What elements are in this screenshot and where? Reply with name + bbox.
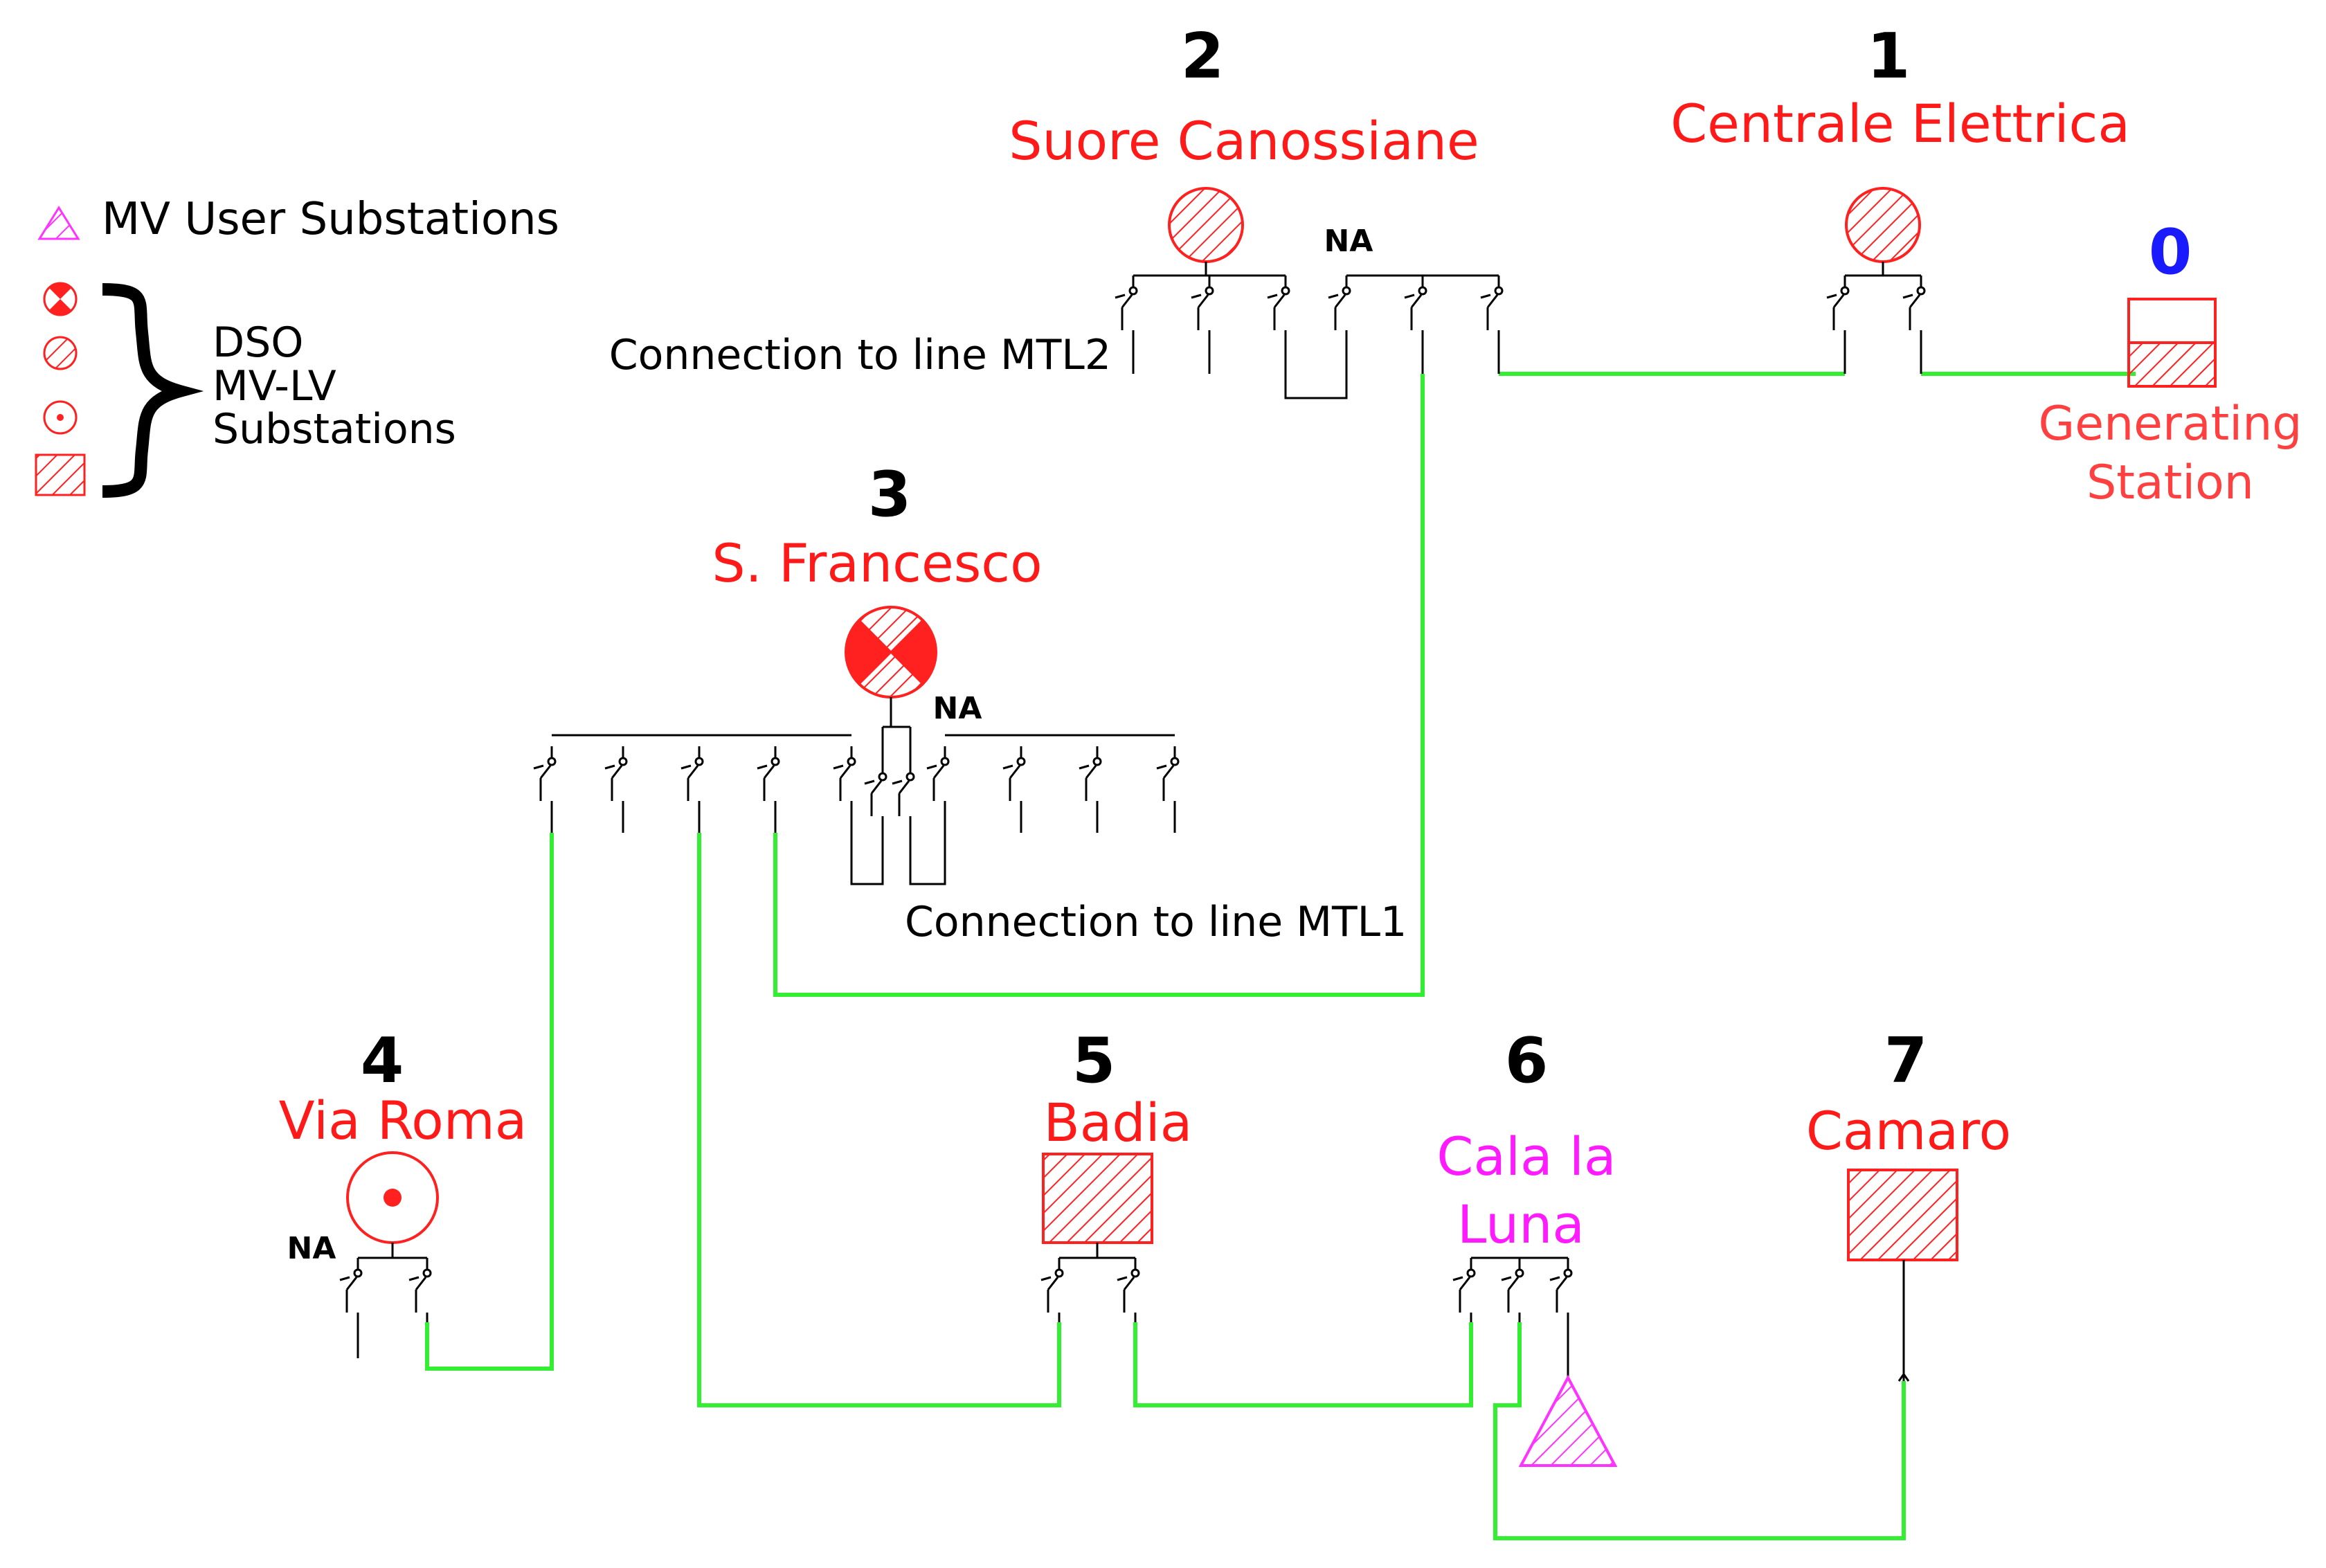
node-5-badia: 5 Badia (1040, 1025, 1193, 1322)
node-4-name: Via Roma (279, 1090, 528, 1151)
line-5-6 (1133, 1322, 1473, 1407)
node-4-number: 4 (361, 1025, 404, 1097)
node-1-number: 1 (1867, 20, 1911, 93)
dso-hatched-circle-legend-icon (43, 336, 78, 370)
node-1-centrale-elettrica: 1 Centrale Elettrica (1670, 20, 2130, 374)
node-5-substation-icon (1042, 1153, 1153, 1244)
line-6-7 (1493, 1322, 1906, 1540)
legend-user-substations: MV User Substations (102, 194, 559, 245)
user-substation-legend-icon (37, 206, 80, 240)
node-2-name: Suore Canossiane (1009, 110, 1479, 172)
node-7-number: 7 (1884, 1025, 1928, 1097)
dso-hatched-square-legend-icon (35, 453, 86, 496)
node-2-open-switch-label: NA (1324, 224, 1373, 259)
node-1-name: Centrale Elettrica (1670, 93, 2130, 154)
node-5-number: 5 (1072, 1025, 1116, 1097)
generating-station-box-hatched (2127, 341, 2217, 388)
node-4-substation-icon (346, 1151, 439, 1244)
node-0-generating-station: 0 Generating Station (2039, 216, 2302, 510)
node-6-name-line1: Cala la (1436, 1126, 1616, 1187)
node-6-cala-la-luna: 6 Cala la Luna (1436, 1025, 1618, 1467)
line-2-3 (773, 374, 1425, 997)
node-0-label-line1: Generating (2039, 397, 2302, 451)
node-6-name-line2: Luna (1457, 1193, 1585, 1255)
node-3-substation-icon (845, 606, 937, 699)
node-5-name: Badia (1044, 1092, 1193, 1153)
connection-mtl2-label: Connection to line MTL2 (609, 331, 1111, 379)
node-0-number: 0 (2149, 216, 2192, 289)
node-7-substation-icon (1847, 1169, 1958, 1261)
node-4-open-switch-label: NA (287, 1231, 336, 1266)
legend-dso: DSO (213, 318, 304, 367)
generating-station-box-top (2127, 298, 2217, 344)
node-1-substation-icon (1845, 187, 1921, 263)
node-6-number: 6 (1505, 1025, 1549, 1097)
legend-substations: Substations (213, 405, 456, 453)
dso-crossed-circle-legend-icon (43, 282, 78, 316)
node-6-user-substation-icon (1518, 1374, 1618, 1467)
legend-brace (102, 283, 204, 498)
node-2-suore-canossiane: 2 Suore Canossiane NA Connection to line… (609, 20, 1504, 399)
dso-dot-circle-legend-icon (43, 400, 78, 435)
node-3-number: 3 (868, 458, 912, 531)
legend-mv-lv: MV-LV (213, 362, 336, 411)
node-0-label-line2: Station (2086, 456, 2254, 510)
node-2-number: 2 (1181, 20, 1225, 93)
line-3-4 (425, 833, 554, 1371)
connection-mtl1-label: Connection to line MTL1 (905, 898, 1407, 946)
legend: MV User Substations DSO MV-LV Substation… (35, 194, 559, 498)
node-7-name: Camaro (1806, 1100, 2011, 1162)
node-3-s-francesco: 3 S. Francesco NA (532, 458, 1407, 946)
mv-lines (425, 372, 2136, 1540)
line-3-5 (697, 833, 1061, 1407)
node-3-open-switch-label: NA (933, 691, 982, 726)
node-3-name: S. Francesco (712, 532, 1042, 594)
node-7-camaro: 7 Camaro (1806, 1025, 2011, 1382)
node-2-substation-icon (1168, 187, 1244, 263)
node-4-via-roma: 4 Via Roma NA (279, 1025, 528, 1358)
